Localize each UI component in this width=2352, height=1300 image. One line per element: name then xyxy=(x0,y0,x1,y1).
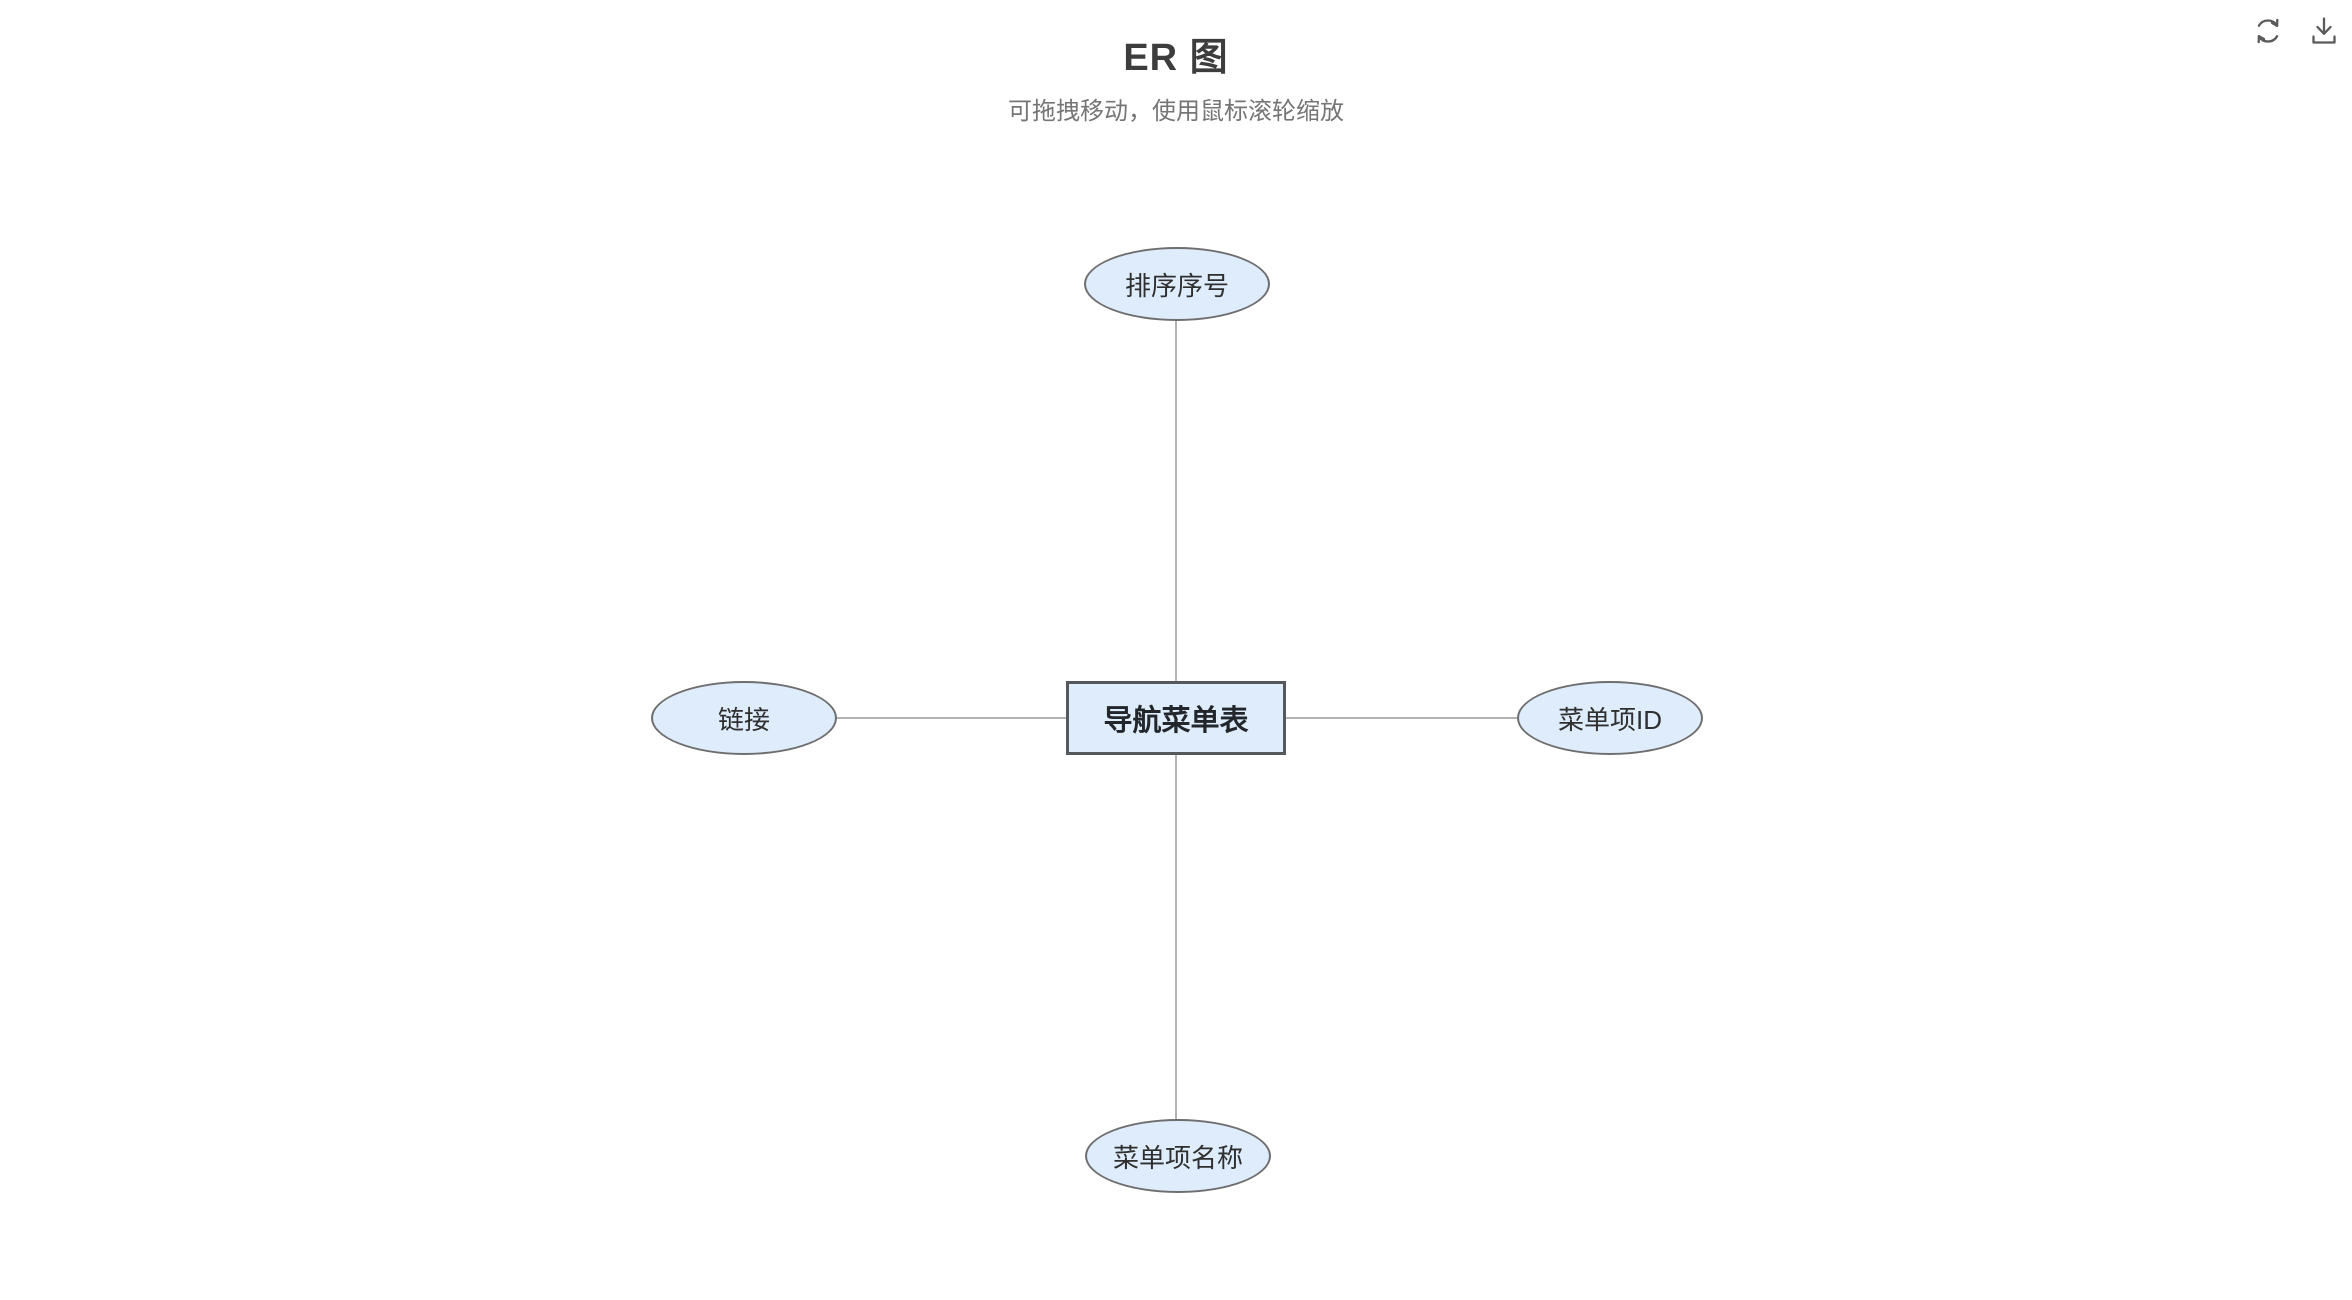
entity-label: 导航菜单表 xyxy=(1103,705,1249,737)
page-subtitle: 可拖拽移动，使用鼠标滚轮缩放 xyxy=(1008,98,1344,125)
connector-line-left xyxy=(744,717,1176,719)
attribute-label: 菜单项ID xyxy=(1557,704,1662,735)
connector-line-top xyxy=(1175,284,1177,718)
entity-node[interactable]: 导航菜单表 xyxy=(1066,681,1286,755)
attribute-label: 菜单项名称 xyxy=(1112,1142,1243,1173)
page-title: ER 图 xyxy=(1123,37,1229,79)
connector-line-right xyxy=(1176,717,1610,719)
attribute-label: 排序序号 xyxy=(1124,270,1229,301)
attribute-label: 链接 xyxy=(717,704,770,735)
attribute-node-top[interactable]: 排序序号 xyxy=(1084,247,1270,321)
attribute-node-right[interactable]: 菜单项ID xyxy=(1517,681,1703,755)
attribute-node-left[interactable]: 链接 xyxy=(651,681,837,755)
attribute-node-bottom[interactable]: 菜单项名称 xyxy=(1085,1119,1271,1193)
download-button[interactable] xyxy=(2303,10,2345,52)
connector-line-bottom xyxy=(1175,718,1177,1156)
refresh-button[interactable] xyxy=(2247,10,2289,52)
refresh-icon xyxy=(2257,18,2279,44)
download-icon xyxy=(2312,17,2336,44)
